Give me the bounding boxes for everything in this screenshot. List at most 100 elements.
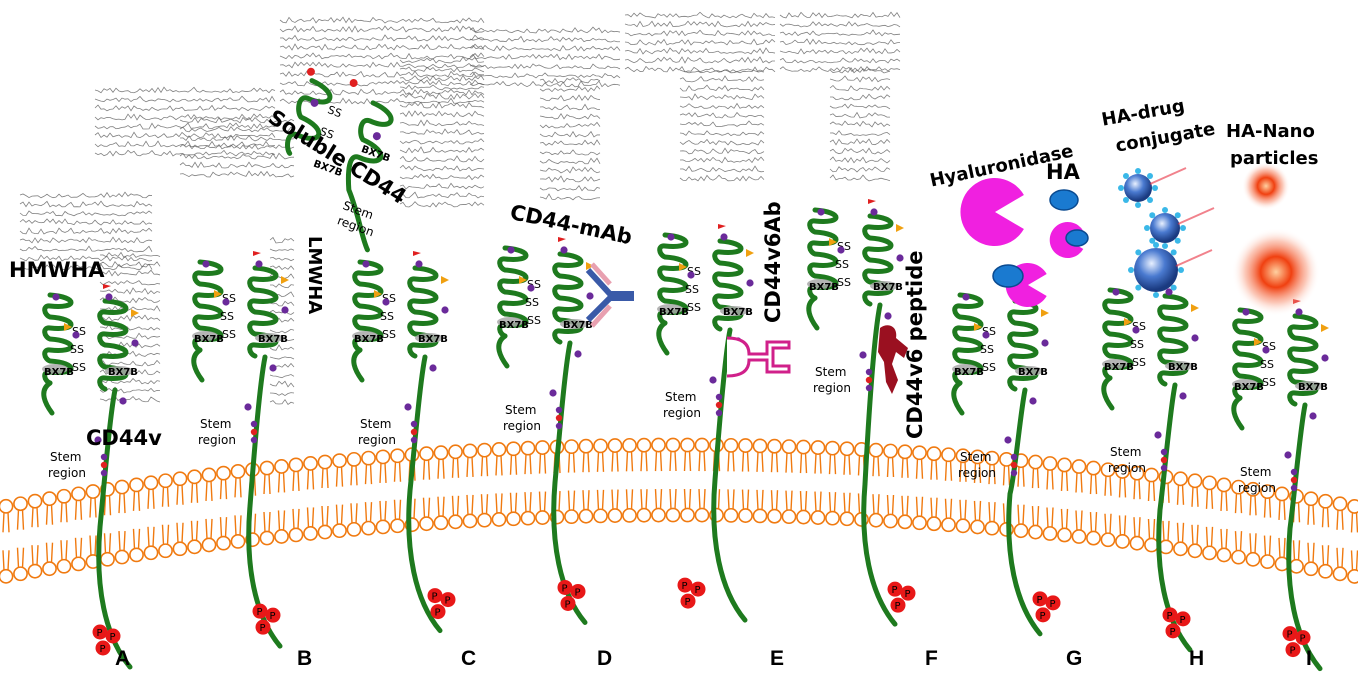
lipid-head [1144, 537, 1159, 553]
drug-conjugate-bead [1178, 267, 1184, 273]
region-label: region [958, 466, 996, 480]
drug-conjugate-bead [1149, 212, 1156, 219]
lipid-head [1115, 534, 1130, 549]
lipid-head [1187, 473, 1203, 489]
ha-chain [99, 324, 161, 331]
region-label: region [1238, 481, 1276, 495]
lipid-head [1028, 524, 1043, 540]
ha-chain [94, 131, 276, 139]
ha-chain [624, 20, 776, 28]
disulfide-label: SS [382, 328, 396, 341]
lipid-head [825, 440, 840, 456]
ha-chain [279, 25, 485, 33]
lipid-head [230, 463, 246, 479]
phosphate-label: P [895, 601, 901, 612]
glycosylation-site [362, 260, 370, 268]
ha-chain [94, 149, 276, 157]
bx7b-domain [192, 331, 218, 341]
stem-mark [1010, 469, 1018, 477]
ha-chain [19, 200, 153, 208]
region-label: region [663, 406, 701, 420]
ha-chain [99, 251, 161, 259]
orange-tag [746, 249, 754, 257]
lipid-head [1347, 569, 1358, 584]
glycosylation-site [720, 233, 728, 241]
lipid-head [390, 518, 405, 534]
ha-chain [99, 359, 161, 367]
ha-chain [399, 119, 485, 127]
panel-letter-c: C [461, 647, 477, 670]
ha-chain [269, 300, 295, 307]
phosphate-label: P [565, 599, 571, 610]
glycosylation-site [1029, 397, 1037, 405]
ha-chain [779, 57, 901, 64]
n-terminal-end [351, 347, 365, 383]
ha-chain [269, 236, 295, 244]
extracellular-domain [247, 265, 279, 359]
bx7b-label: BX7B [1018, 367, 1048, 378]
extracellular-domain [1007, 298, 1039, 392]
targeting-agents [585, 162, 1320, 394]
disulfide-label: SS [980, 343, 994, 356]
hmwha-label: HMWHA [9, 258, 105, 282]
extracellular-domain [552, 251, 584, 345]
transmembrane-tail [406, 354, 443, 634]
ha-chain [624, 65, 776, 73]
bx7b-domain [1295, 381, 1323, 391]
glycosylation-site [415, 260, 423, 268]
lipid-head [738, 438, 753, 453]
phosphate-label: P [97, 628, 103, 639]
region-label: region [503, 419, 541, 433]
lipid-head [56, 558, 72, 574]
lipid-head [883, 513, 898, 529]
lipid-head [781, 439, 797, 455]
lipid-head [1057, 457, 1072, 473]
lipid-head [1260, 554, 1275, 569]
ha-chain [99, 314, 161, 322]
ha-chain [624, 11, 776, 19]
glycosylation-site [817, 208, 825, 216]
n-terminal-end [496, 333, 510, 369]
drug-conjugate-bead [1135, 202, 1141, 208]
bx7b-domain [560, 319, 588, 329]
lipid-head [259, 530, 275, 546]
orange-tag [1254, 338, 1262, 346]
drug-conjugate-bead [1170, 249, 1177, 256]
lipid-head [665, 507, 681, 523]
orange-tag [1124, 318, 1132, 326]
lipid-head [1332, 496, 1348, 512]
ha-chain [279, 34, 485, 42]
lipid-head [868, 512, 884, 528]
ha-chain [99, 305, 161, 312]
ha-chain [269, 392, 295, 397]
drug-conjugate-bead [1122, 172, 1129, 179]
orange-tag [896, 224, 904, 232]
lipid-head [955, 448, 971, 464]
lipid-head [0, 498, 14, 514]
bx7b-label: BX7B [1168, 362, 1198, 373]
phosphate-label: P [1050, 599, 1056, 610]
ha-chain [469, 63, 621, 70]
ha-chain [279, 61, 485, 69]
lipid-head [868, 442, 884, 458]
lipid-head [926, 446, 942, 462]
ha-chain [399, 173, 485, 181]
lipid-head [158, 543, 173, 559]
region-label: region [813, 381, 851, 395]
phosphate-label: P [1170, 627, 1176, 638]
ha-chain [679, 174, 765, 182]
cd44v6-peptide-label: CD44v6 peptide [903, 250, 927, 440]
glycosylation-site [527, 284, 535, 292]
glycosylation-site [382, 298, 390, 306]
lipid-head [506, 441, 521, 457]
lipid-head [738, 508, 753, 523]
bx7b-label: BX7B [563, 320, 593, 331]
ha-chain [679, 84, 765, 92]
stem-label: Stem [50, 450, 81, 464]
ha-chain [99, 269, 161, 277]
ha-chain [94, 113, 276, 121]
ha-chain [469, 26, 621, 34]
